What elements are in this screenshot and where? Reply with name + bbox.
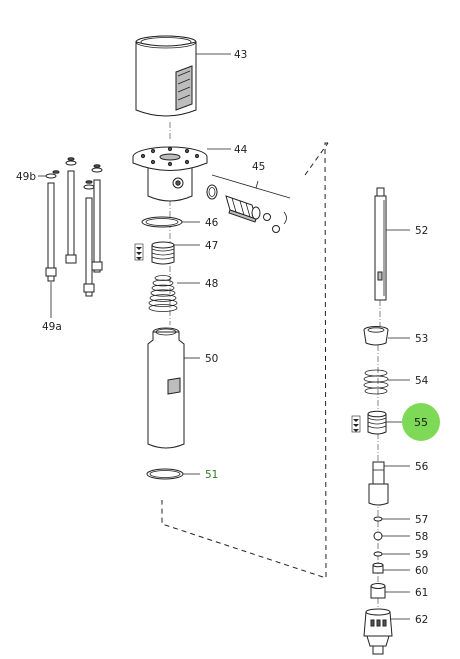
part-60-bushing[interactable] [372, 562, 384, 574]
part-61-collar[interactable] [370, 583, 386, 599]
part-62-nozzle[interactable] [363, 608, 393, 655]
highlight-hotspot-55[interactable] [402, 403, 440, 441]
part-44-flange[interactable] [132, 146, 208, 202]
part-43-housing[interactable] [135, 35, 197, 117]
part-54-spring[interactable] [363, 369, 389, 395]
label-61[interactable]: 61 [415, 587, 428, 599]
label-60[interactable]: 60 [415, 565, 428, 577]
label-62[interactable]: 62 [415, 614, 428, 626]
label-57[interactable]: 57 [415, 514, 428, 526]
part-46-o-ring[interactable] [141, 216, 183, 228]
part-53-sleeve[interactable] [363, 326, 389, 346]
direction-arrows-47 [134, 243, 144, 261]
label-52[interactable]: 52 [415, 225, 428, 237]
label-53[interactable]: 53 [415, 333, 428, 345]
label-56[interactable]: 56 [415, 461, 429, 473]
label-50[interactable]: 50 [205, 353, 218, 365]
part-58-ball[interactable] [373, 531, 383, 541]
label-44[interactable]: 44 [234, 144, 248, 156]
part-56-valve-body[interactable] [368, 461, 389, 506]
part-51-o-ring[interactable] [146, 468, 184, 480]
label-48[interactable]: 48 [205, 278, 218, 290]
part-55-spring[interactable] [351, 410, 387, 435]
assembly-dashed-outline [161, 142, 329, 579]
part-57-washer[interactable] [373, 516, 383, 522]
label-49b[interactable]: 49b [16, 171, 36, 183]
leader-lines [38, 53, 410, 620]
part-52-piston-rod[interactable] [374, 187, 387, 301]
label-58[interactable]: 58 [415, 531, 428, 543]
direction-arrows-55 [351, 415, 361, 433]
label-43[interactable]: 43 [234, 49, 247, 61]
label-49a[interactable]: 49a [42, 321, 62, 333]
part-48-conical-spring[interactable] [148, 275, 178, 312]
label-47[interactable]: 47 [205, 240, 218, 252]
label-46[interactable]: 46 [205, 217, 219, 229]
part-45-valve-assembly[interactable] [206, 174, 291, 233]
label-45[interactable]: 45 [252, 161, 265, 173]
part-labels: 43 44 45 46 47 48 49a 49b 50 51 52 53 54… [16, 49, 429, 626]
center-lines [169, 122, 381, 640]
part-49-tie-rods[interactable] [45, 157, 103, 297]
part-50-cylinder-tube[interactable] [147, 327, 185, 449]
label-55[interactable]: 55 [414, 416, 428, 429]
label-54[interactable]: 54 [415, 375, 429, 387]
part-47-spring[interactable] [134, 241, 175, 265]
part-59-washer[interactable] [373, 551, 383, 557]
label-51[interactable]: 51 [205, 469, 218, 481]
label-59[interactable]: 59 [415, 549, 428, 561]
